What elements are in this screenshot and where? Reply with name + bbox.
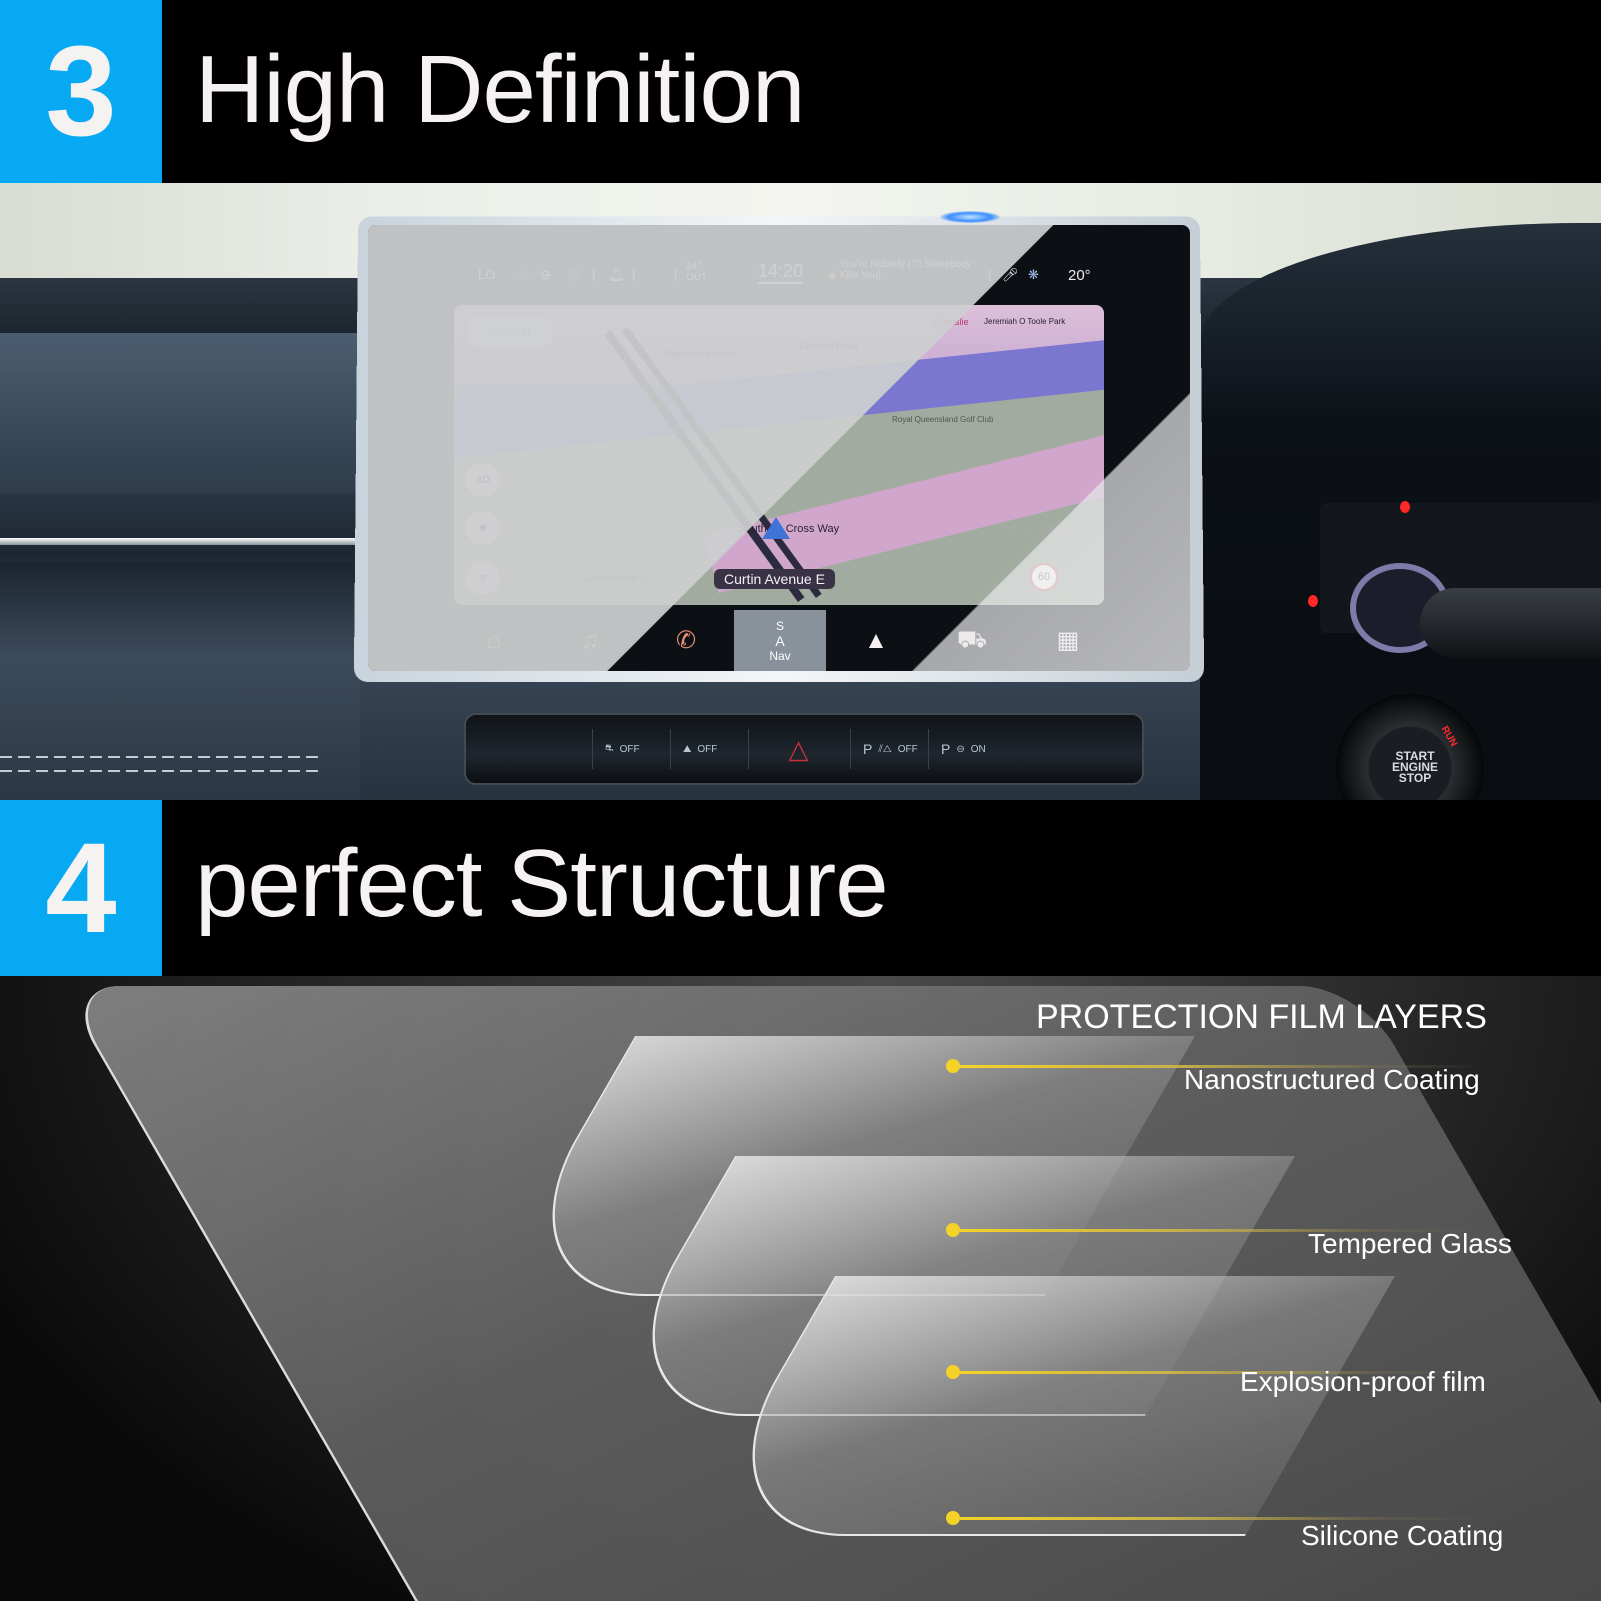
callout-line xyxy=(946,1220,1506,1240)
callout-leader xyxy=(960,1229,1480,1232)
control-state: OFF xyxy=(619,743,640,755)
control-state: ON xyxy=(970,743,986,755)
hazard-button[interactable]: △ xyxy=(748,729,848,769)
layer-label: Tempered Glass xyxy=(1308,1228,1512,1259)
stitching xyxy=(0,756,320,758)
section-header-high-definition: 3 High Definition xyxy=(0,0,1601,183)
hazard-triangle-icon: △ xyxy=(788,733,809,764)
callout-line xyxy=(946,1056,1506,1076)
stitching xyxy=(0,770,320,772)
callout-line xyxy=(946,1362,1506,1382)
control-state: OFF xyxy=(897,743,918,755)
layer-label: Explosion-proof film xyxy=(1240,1366,1486,1397)
start-label-line: STOP xyxy=(1398,771,1432,785)
glass-reflection xyxy=(368,225,1190,671)
infotainment-screen: LO ♨ ⊖ ◎ | 🔔︎ | | 24° OUT 14:20 ▲ You're… xyxy=(368,225,1190,671)
protection-layers-diagram: PROTECTION FILM LAYERS Nanostructured Co… xyxy=(0,976,1601,1601)
park-sensor-icon: ⫽△ xyxy=(878,743,892,755)
layer-label: Nanostructured Coating xyxy=(1184,1064,1480,1095)
layers-title: PROTECTION FILM LAYERS xyxy=(1036,998,1487,1036)
park-sensors-button[interactable]: P ⫽△ OFF xyxy=(850,729,930,769)
dash-leather xyxy=(0,333,400,493)
dash-chrome-trim xyxy=(0,538,380,545)
control-prefix: P xyxy=(941,741,951,757)
start-label-line: ENGINE xyxy=(1391,760,1438,774)
callout-dot xyxy=(946,1365,960,1379)
dash-lower-panel xyxy=(0,563,360,800)
callout-dot xyxy=(946,1059,960,1073)
callout-leader xyxy=(960,1065,1480,1068)
callout-line xyxy=(946,1508,1506,1528)
section-number-badge: 3 xyxy=(0,0,162,183)
control-state: OFF xyxy=(697,743,718,755)
hill-descent-icon: ⛰ xyxy=(683,743,692,755)
park-assist-button[interactable]: P ⊖ ON xyxy=(928,729,998,769)
hill-descent-button[interactable]: ⛰ OFF xyxy=(670,729,729,769)
callout-leader xyxy=(960,1371,1480,1374)
section-title: perfect Structure xyxy=(195,830,889,937)
physical-control-strip: ⛐ OFF ⛰ OFF △ P ⫽△ OFF P ⊖ ON xyxy=(464,713,1144,785)
warning-light xyxy=(1308,595,1318,607)
callout-leader xyxy=(960,1517,1480,1520)
start-label-line: START xyxy=(1395,749,1435,763)
callout-dot xyxy=(946,1223,960,1237)
control-prefix: P xyxy=(863,741,873,757)
steering-wheel-icon: ⊖ xyxy=(956,743,965,755)
section-number-badge: 4 xyxy=(0,800,162,976)
edge-glow xyxy=(940,211,1000,223)
traction-control-button[interactable]: ⛐ OFF xyxy=(592,729,652,769)
start-engine-label: START ENGINE STOP xyxy=(1380,749,1450,785)
wiper-stalk xyxy=(1420,588,1601,658)
section-title: High Definition xyxy=(195,36,805,143)
traction-control-icon: ⛐ xyxy=(605,742,614,754)
warning-light xyxy=(1400,501,1410,513)
section-header-perfect-structure: 4 perfect Structure xyxy=(0,800,1601,976)
dashboard-photo: START ENGINE STOP RUN LO ♨ ⊖ ◎ | 🔔︎ | | … xyxy=(0,183,1601,800)
layer-label: Silicone Coating xyxy=(1301,1520,1504,1551)
callout-dot xyxy=(946,1511,960,1525)
